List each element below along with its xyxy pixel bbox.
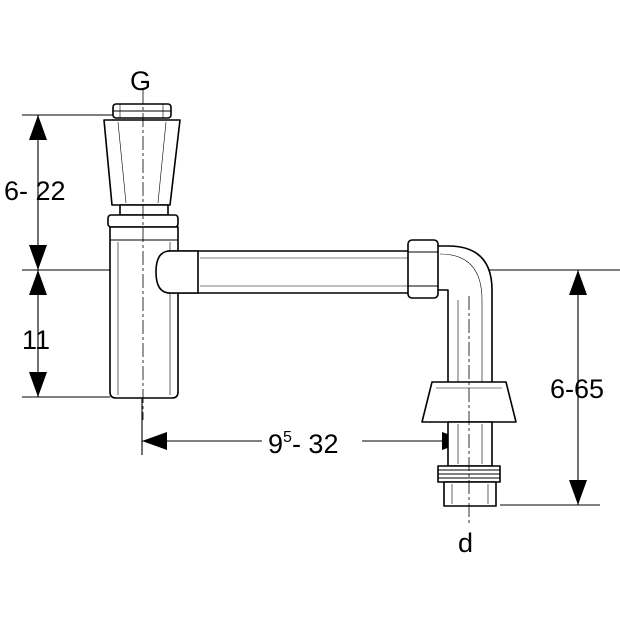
horizontal-dimension: 95- 32 <box>141 398 467 459</box>
arrow-up-icon <box>29 115 47 140</box>
arrow-down-icon <box>29 372 47 397</box>
arrow-up-icon <box>29 270 47 295</box>
spigot-pipe <box>447 421 493 467</box>
outlet-label-d: d <box>458 528 473 558</box>
horizontal-pipe <box>155 250 413 294</box>
arrow-up-icon <box>569 270 587 295</box>
arrow-left-icon <box>142 432 167 450</box>
elbow-fitting <box>407 239 493 386</box>
height-top-label: 6- 22 <box>4 176 66 206</box>
elbow-bend <box>435 245 493 386</box>
thread-label-g: G <box>130 66 151 96</box>
pipe-socket <box>155 250 199 294</box>
neck-ring <box>119 204 169 216</box>
height-mid-label: 11 <box>22 325 50 355</box>
horizontal-dimension-label: 95- 32 <box>268 429 338 459</box>
height-right-label: 6-65 <box>550 374 604 404</box>
arrow-down-icon <box>29 245 47 270</box>
elbow-nut <box>407 239 439 299</box>
arrow-down-icon <box>569 480 587 505</box>
outlet-spigot <box>443 481 497 507</box>
outlet-pipe <box>167 250 413 294</box>
right-dimension: 6-65 <box>500 270 604 506</box>
trap-body <box>103 103 181 399</box>
cone-fitting <box>103 119 181 206</box>
